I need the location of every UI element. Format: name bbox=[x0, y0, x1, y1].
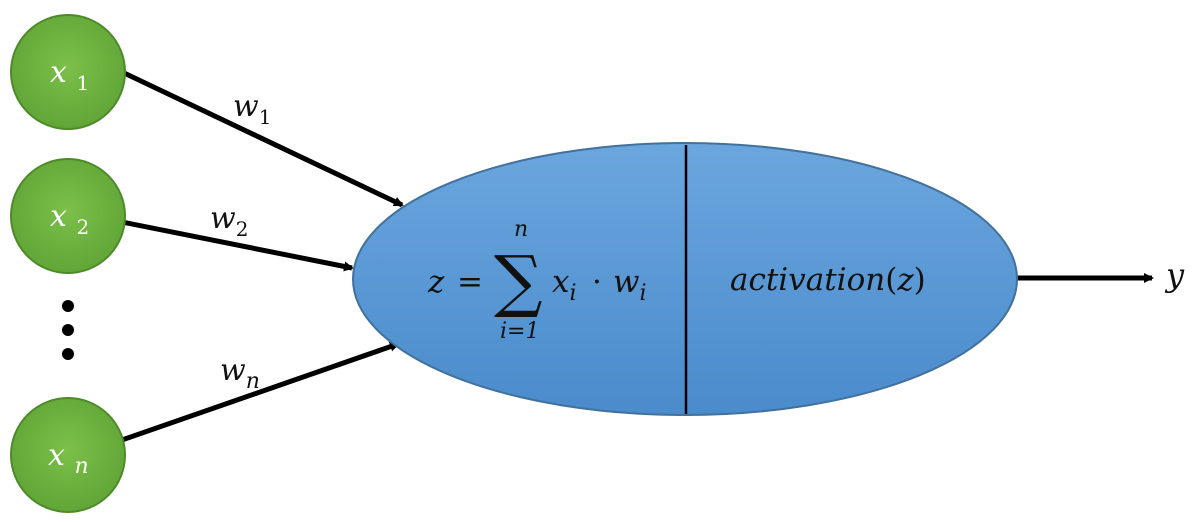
weight-label-w2: w2 bbox=[210, 201, 248, 241]
input-node-x2: x 2 bbox=[10, 158, 126, 274]
svg-text:x 2: x 2 bbox=[50, 199, 89, 239]
activation-function: activation(z) bbox=[730, 262, 926, 298]
input-node-x1-var: x bbox=[50, 55, 67, 90]
edge-input-2 bbox=[121, 219, 354, 272]
svg-text:x 1: x 1 bbox=[50, 55, 89, 95]
input-node-x2-var: x bbox=[50, 199, 67, 234]
weight-label-wn: wn bbox=[220, 353, 260, 394]
input-node-x2-sub: 2 bbox=[76, 215, 89, 239]
svg-text:x n: x n bbox=[48, 438, 89, 479]
input-node-x1: x 1 bbox=[10, 14, 126, 130]
sigma-upper-bound: n bbox=[514, 217, 528, 242]
input-node-xn: x n bbox=[10, 397, 126, 513]
input-node-x1-sub: 1 bbox=[76, 71, 89, 95]
formula-lhs: z bbox=[427, 264, 445, 300]
formula-term-x: xi bbox=[552, 264, 577, 306]
ellipsis-dots bbox=[62, 300, 74, 360]
formula-equals: = bbox=[457, 264, 483, 300]
input-node-xn-sub: n bbox=[74, 454, 88, 479]
edge-input-n bbox=[121, 341, 400, 443]
output-label: y bbox=[1164, 256, 1185, 294]
edge-input-1 bbox=[120, 69, 404, 208]
formula-dot: · bbox=[592, 264, 602, 300]
summation-formula: z = ∑ n i=1 xi · wi bbox=[427, 217, 647, 344]
sigma-lower-bound: i=1 bbox=[500, 319, 539, 344]
sigma-symbol: ∑ bbox=[494, 242, 543, 321]
input-node-xn-var: x bbox=[48, 438, 65, 473]
formula-term-w: wi bbox=[613, 264, 647, 306]
weight-label-w1: w1 bbox=[233, 89, 271, 129]
